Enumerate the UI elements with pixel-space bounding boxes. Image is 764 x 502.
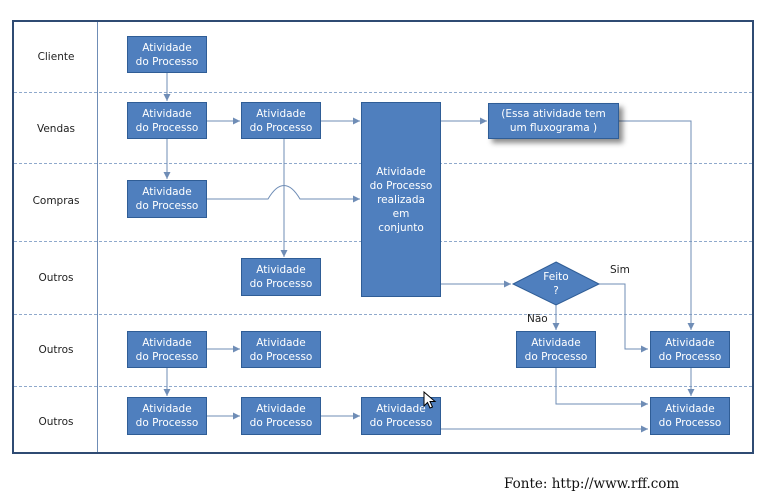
activity-box-outros-2b: Atividade do Processo [241,331,321,368]
activity-box-outros-3a: Atividade do Processo [127,397,207,435]
lane-separator [14,386,752,387]
lane-label-vendas: Vendas [36,123,76,135]
activity-box-outros-1: Atividade do Processo [241,258,321,296]
activity-box-yes-branch: Atividade do Processo [650,331,730,368]
activity-box-vendas-2: Atividade do Processo [241,102,321,139]
activity-box-final: Atividade do Processo [650,397,730,435]
lane-label-outros-3: Outros [38,416,74,428]
lane-label-outros-2: Outros [38,344,74,356]
activity-box-compras: Atividade do Processo [127,180,207,218]
lane-divider [97,22,98,452]
activity-box-cliente: Atividade do Processo [127,36,207,73]
lane-label-compras: Compras [32,195,80,207]
decision-yes-label: Sim [610,264,630,276]
mouse-cursor-icon [423,391,437,409]
activity-box-vendas-1: Atividade do Processo [127,102,207,139]
joint-activity-box: Atividade do Processo realizada em conju… [361,102,441,297]
lane-separator [14,92,752,93]
decision-diamond [511,261,601,306]
decision-label: Feito ? [543,271,569,297]
activity-box-outros-3b: Atividade do Processo [241,397,321,435]
subprocess-box: (Essa atividade tem um fluxograma ) [488,103,619,139]
lane-label-outros-1: Outros [38,272,74,284]
activity-box-no-branch: Atividade do Processo [516,331,596,368]
lane-separator [14,314,752,315]
activity-box-outros-3c: Atividade do Processo [361,397,441,435]
lane-label-cliente: Cliente [37,51,75,63]
decision-no-label: Não [527,313,548,325]
activity-box-outros-2a: Atividade do Processo [127,331,207,368]
source-caption: Fonte: http://www.rff.com [504,476,680,492]
